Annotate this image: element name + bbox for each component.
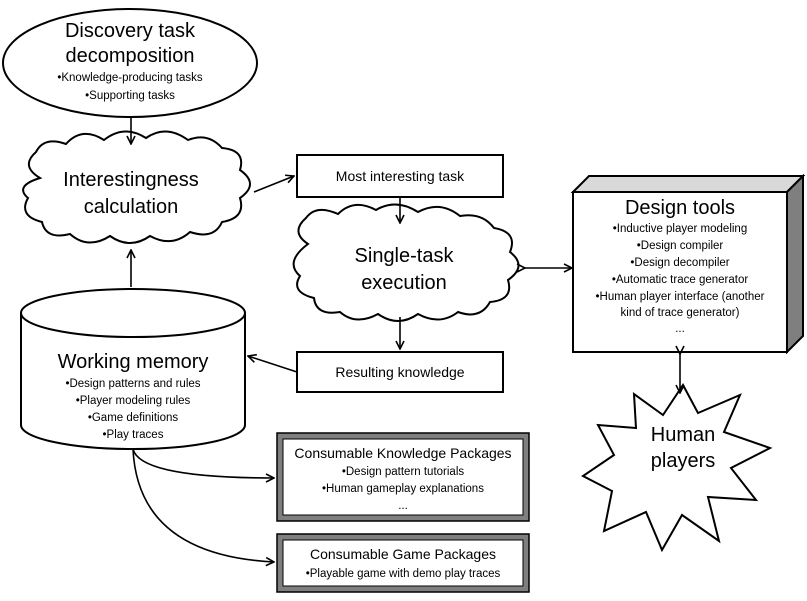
- interestingness-cloud: Interestingness calculation: [22, 130, 251, 244]
- working-memory-bullet-2: •Player modeling rules: [76, 395, 191, 407]
- resulting-knowledge-label: Resulting knowledge: [335, 364, 464, 380]
- human-players-burst: Human players: [581, 383, 773, 553]
- discovery-title-line1: Discovery task: [65, 20, 196, 42]
- design-tools-bullet-5: •Human player interface (another: [596, 291, 765, 303]
- resulting-knowledge-box: Resulting knowledge: [296, 351, 504, 393]
- knowledge-packages-title: Consumable Knowledge Packages: [294, 445, 511, 461]
- design-tools-bullet-7: ...: [675, 323, 685, 335]
- working-memory-bullet-3: •Game definitions: [88, 412, 179, 424]
- design-tools-bullet-1: •Inductive player modeling: [613, 223, 747, 235]
- knowledge-packages-bullet-2: •Human gameplay explanations: [322, 483, 484, 495]
- discovery-title-line2: decomposition: [66, 45, 195, 67]
- knowledge-packages-box: Consumable Knowledge Packages •Design pa…: [276, 432, 530, 522]
- game-packages-box: Consumable Game Packages •Playable game …: [276, 533, 530, 593]
- design-tools-bullet-6: kind of trace generator): [621, 307, 740, 319]
- arrow-knowledge-to-memory: [248, 356, 298, 373]
- discovery-task-node: Discovery task decomposition •Knowledge-…: [2, 8, 258, 118]
- working-memory-cylinder: Working memory •Design patterns and rule…: [20, 288, 246, 450]
- game-packages-title: Consumable Game Packages: [310, 546, 496, 562]
- arrow-memory-to-game-packages: [132, 448, 274, 562]
- design-tools-title: Design tools: [625, 197, 735, 219]
- knowledge-packages-bullet-1: •Design pattern tutorials: [342, 466, 465, 478]
- human-players-line1: Human: [651, 424, 715, 446]
- arrow-interestingness-to-task: [253, 176, 294, 193]
- design-tools-bullet-2: •Design compiler: [637, 240, 724, 252]
- discovery-bullet-2: •Supporting tasks: [85, 90, 175, 102]
- working-memory-bullet-4: •Play traces: [103, 429, 164, 441]
- working-memory-title: Working memory: [58, 351, 209, 373]
- knowledge-packages-bullet-3: ...: [398, 500, 408, 512]
- single-task-line1: Single-task: [355, 245, 455, 267]
- working-memory-bullet-1: •Design patterns and rules: [65, 378, 200, 390]
- game-packages-bullet-1: •Playable game with demo play traces: [306, 568, 501, 580]
- most-interesting-task-label: Most interesting task: [336, 168, 465, 184]
- single-task-line2: execution: [361, 272, 447, 294]
- design-tools-box: Design tools •Inductive player modeling …: [570, 173, 806, 355]
- arrow-memory-to-knowledge-packages: [132, 448, 274, 478]
- interestingness-line2: calculation: [84, 196, 179, 218]
- interestingness-line1: Interestingness: [63, 169, 199, 191]
- discovery-bullet-1: •Knowledge-producing tasks: [57, 72, 203, 84]
- single-task-cloud: Single-task execution: [292, 203, 520, 322]
- design-tools-bullet-4: •Automatic trace generator: [612, 274, 749, 286]
- most-interesting-task-box: Most interesting task: [296, 154, 504, 198]
- human-players-line2: players: [651, 450, 715, 472]
- design-tools-bullet-3: •Design decompiler: [630, 257, 729, 269]
